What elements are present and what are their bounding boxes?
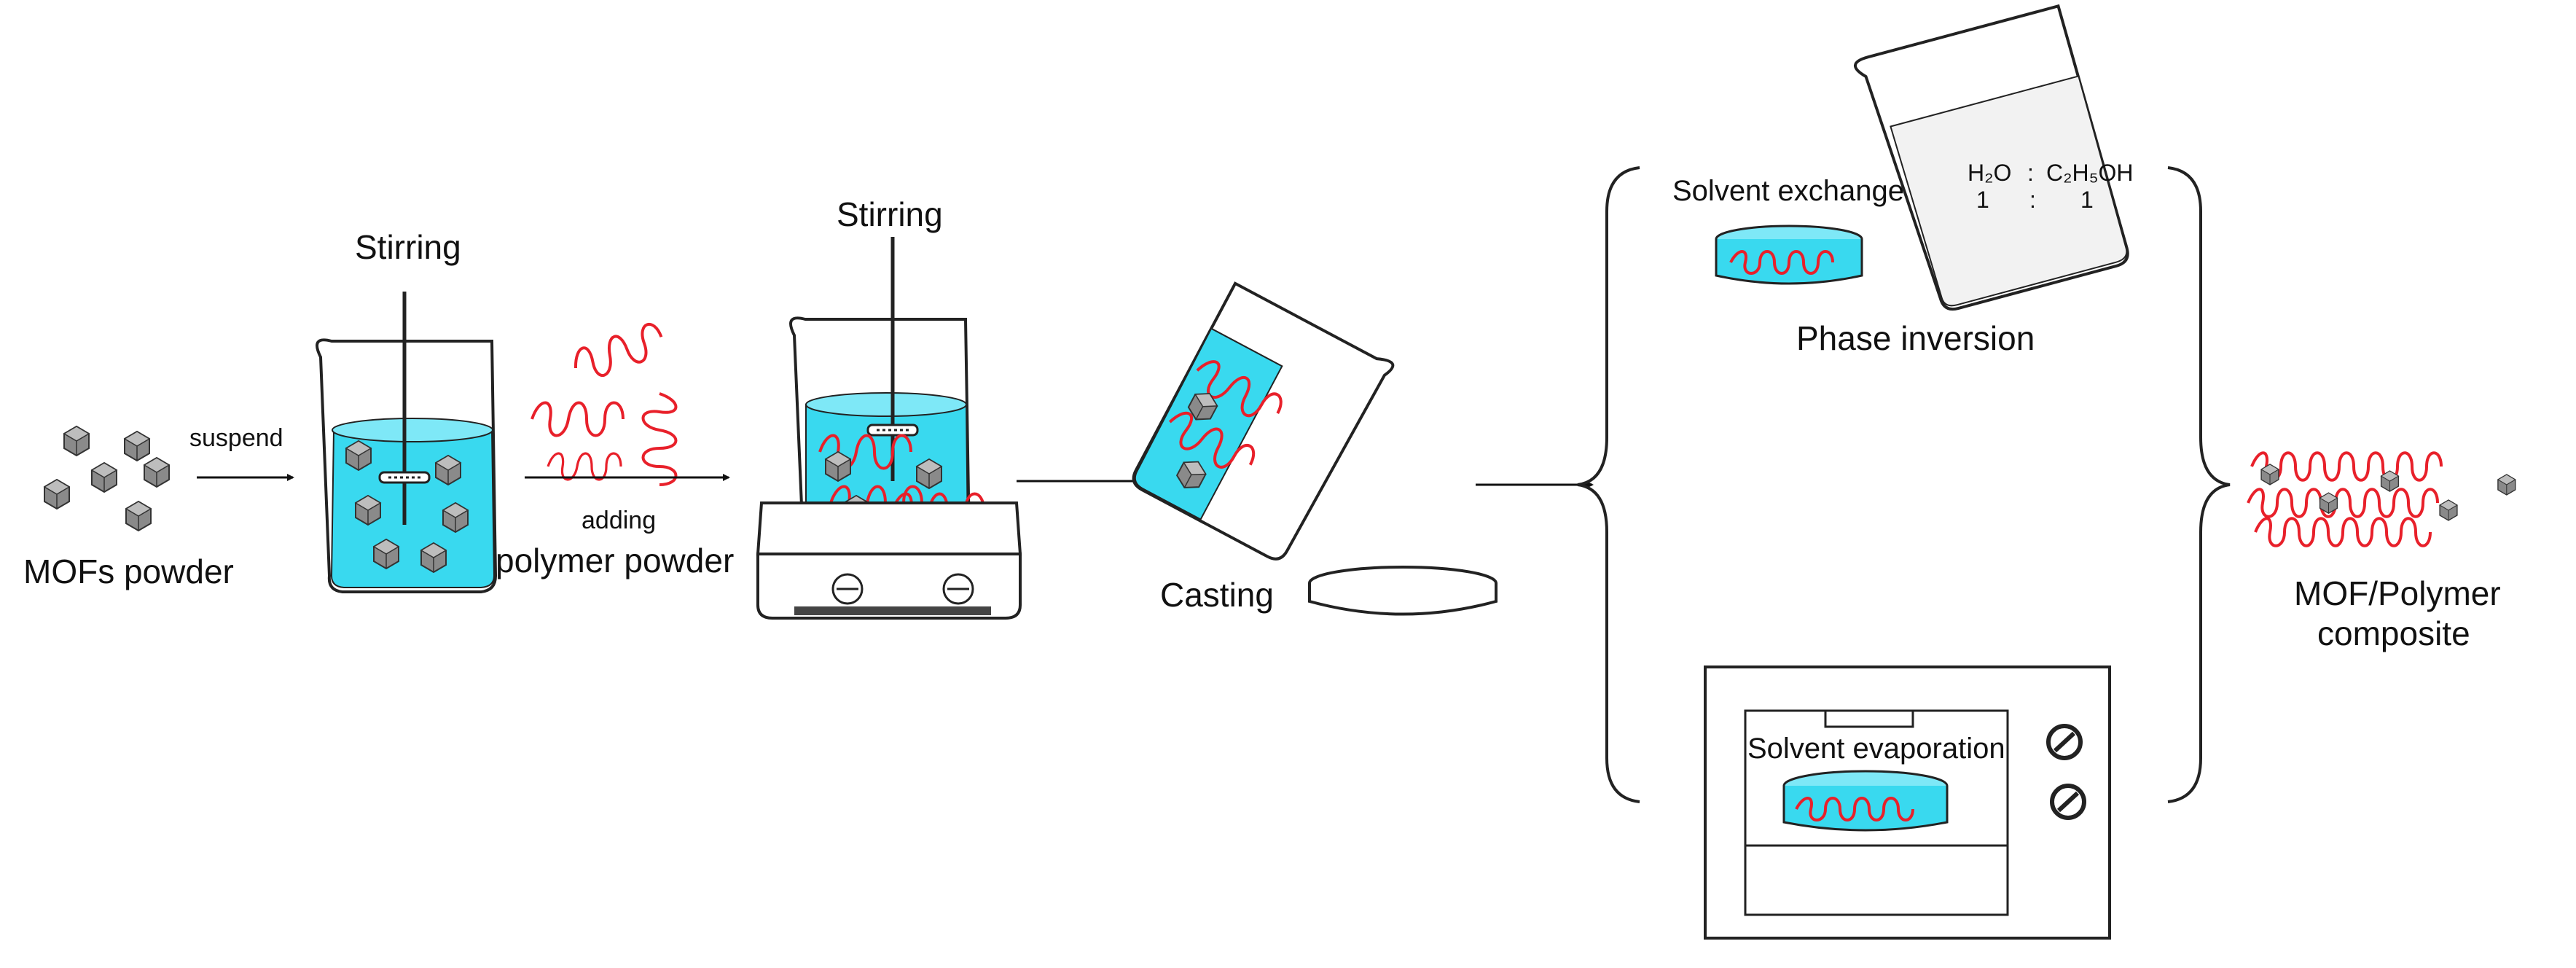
ratio-beaker <box>1854 4 2129 311</box>
ratio-colon-top: : <box>2027 160 2034 186</box>
ratio-colon-bottom: : <box>2029 187 2036 213</box>
beaker-1 <box>316 292 498 593</box>
left-brace <box>1577 166 1640 803</box>
stirring-label-1: Stirring <box>355 228 461 266</box>
adding-label: adding <box>582 507 656 534</box>
result-label-line2: composite <box>2317 614 2470 652</box>
petri-dish-exchange <box>1715 225 1863 285</box>
phase-inversion-label: Phase inversion <box>1796 319 2035 357</box>
mofs-powder-group <box>44 426 170 531</box>
hotplate-beaker <box>756 237 1022 620</box>
polymer-powder-group <box>531 320 678 486</box>
ratio-left: 1 <box>1976 187 1989 213</box>
ratio-ethanol: C₂H₅OH <box>2046 160 2134 186</box>
solvent-evaporation-label: Solvent evaporation <box>1747 733 2005 765</box>
tilted-beaker <box>1132 281 1395 561</box>
ratio-right: 1 <box>2080 187 2094 213</box>
polymer-powder-label: polymer powder <box>496 542 734 579</box>
mofs-powder-label: MOFs powder <box>23 553 234 590</box>
petri-dish-empty <box>1308 566 1498 616</box>
suspend-label: suspend <box>189 424 283 452</box>
solvent-exchange-label: Solvent exchange <box>1672 175 1904 207</box>
stirring-label-2: Stirring <box>837 195 943 233</box>
composite-illustration <box>2247 451 2516 547</box>
casting-label: Casting <box>1160 576 1274 614</box>
oven <box>1704 666 2111 940</box>
result-label-line1: MOF/Polymer <box>2294 574 2501 612</box>
ratio-water: H₂O <box>1968 160 2011 186</box>
right-brace <box>2167 166 2231 803</box>
